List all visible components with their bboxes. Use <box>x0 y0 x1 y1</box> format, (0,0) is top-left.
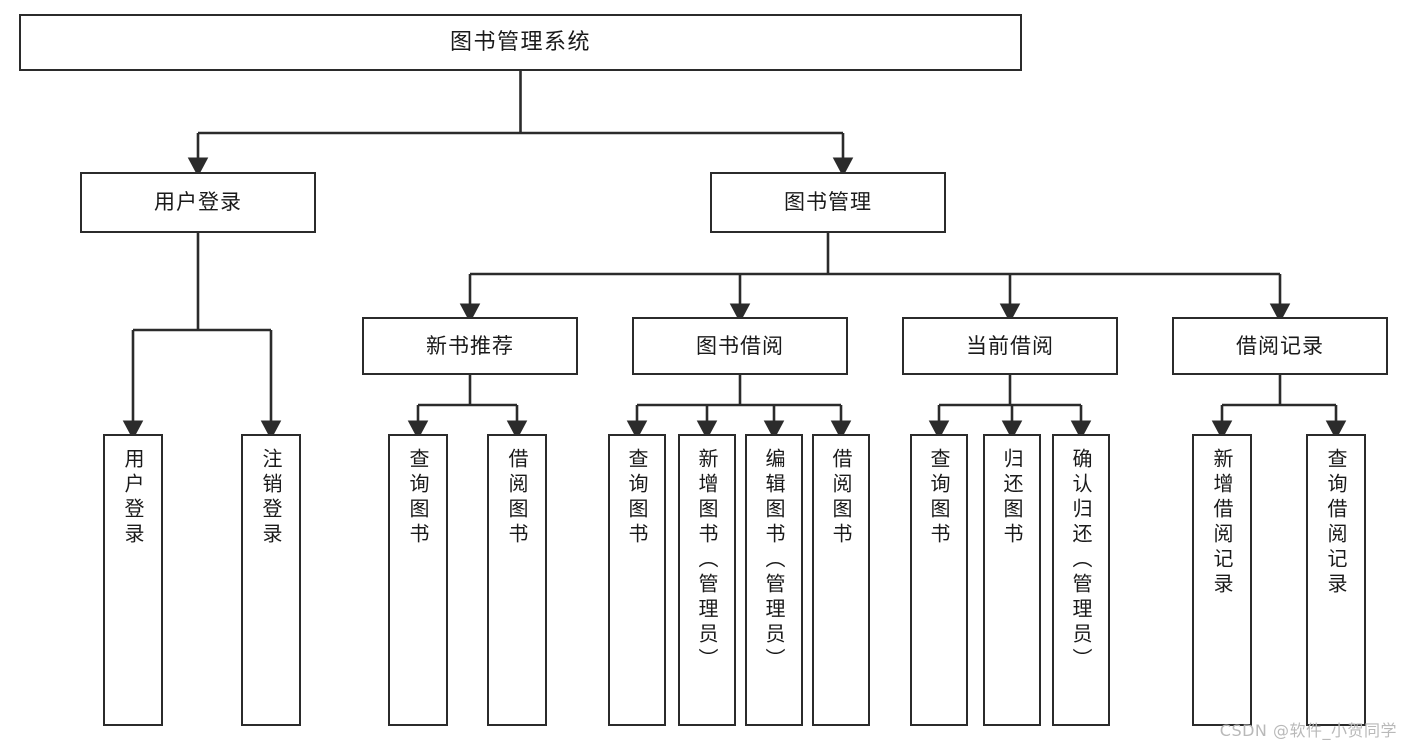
node-leaf-user-login[interactable]: 用户登录 <box>103 434 163 726</box>
node-user-login-label: 用户登录 <box>154 190 242 215</box>
node-new-book-recommend-label: 新书推荐 <box>426 333 514 358</box>
node-root-label: 图书管理系统 <box>449 29 591 55</box>
node-leaf-borrow-query-book-label: 查询图书 <box>625 448 649 548</box>
node-leaf-current-return-book[interactable]: 归还图书 <box>983 434 1041 726</box>
node-leaf-record-add-label: 新增借阅记录 <box>1210 448 1234 598</box>
node-leaf-record-query[interactable]: 查询借阅记录 <box>1306 434 1366 726</box>
node-leaf-borrow-add-book[interactable]: 新增图书（管理员） <box>678 434 736 726</box>
node-leaf-rec-query-book[interactable]: 查询图书 <box>388 434 448 726</box>
node-leaf-borrow-borrow-book-label: 借阅图书 <box>829 448 853 548</box>
node-leaf-current-query-book[interactable]: 查询图书 <box>910 434 968 726</box>
node-book-borrow[interactable]: 图书借阅 <box>632 317 848 375</box>
node-leaf-user-login-label: 用户登录 <box>121 448 145 548</box>
node-leaf-borrow-add-book-label: 新增图书（管理员） <box>695 448 719 673</box>
node-leaf-current-query-book-label: 查询图书 <box>927 448 951 548</box>
node-leaf-current-confirm-return-label: 确认归还（管理员） <box>1069 448 1093 673</box>
node-borrow-record-label: 借阅记录 <box>1236 333 1324 358</box>
node-leaf-current-confirm-return[interactable]: 确认归还（管理员） <box>1052 434 1110 726</box>
node-leaf-rec-borrow-book[interactable]: 借阅图书 <box>487 434 547 726</box>
node-current-borrow[interactable]: 当前借阅 <box>902 317 1118 375</box>
node-root[interactable]: 图书管理系统 <box>19 14 1022 71</box>
node-new-book-recommend[interactable]: 新书推荐 <box>362 317 578 375</box>
node-current-borrow-label: 当前借阅 <box>966 333 1054 358</box>
node-book-manage[interactable]: 图书管理 <box>710 172 946 233</box>
node-leaf-rec-query-book-label: 查询图书 <box>406 448 430 548</box>
node-leaf-borrow-borrow-book[interactable]: 借阅图书 <box>812 434 870 726</box>
csdn-watermark: CSDN @软件_小贺同学 <box>1219 721 1397 740</box>
node-leaf-record-add[interactable]: 新增借阅记录 <box>1192 434 1252 726</box>
node-leaf-user-logout-label: 注销登录 <box>259 448 283 548</box>
node-user-login[interactable]: 用户登录 <box>80 172 316 233</box>
node-leaf-current-return-book-label: 归还图书 <box>1000 448 1024 548</box>
node-leaf-rec-borrow-book-label: 借阅图书 <box>505 448 529 548</box>
node-book-manage-label: 图书管理 <box>784 190 872 215</box>
node-leaf-borrow-query-book[interactable]: 查询图书 <box>608 434 666 726</box>
node-borrow-record[interactable]: 借阅记录 <box>1172 317 1388 375</box>
node-book-borrow-label: 图书借阅 <box>696 333 784 358</box>
node-leaf-record-query-label: 查询借阅记录 <box>1324 448 1348 598</box>
node-leaf-borrow-edit-book[interactable]: 编辑图书（管理员） <box>745 434 803 726</box>
node-leaf-user-logout[interactable]: 注销登录 <box>241 434 301 726</box>
node-leaf-borrow-edit-book-label: 编辑图书（管理员） <box>762 448 786 673</box>
